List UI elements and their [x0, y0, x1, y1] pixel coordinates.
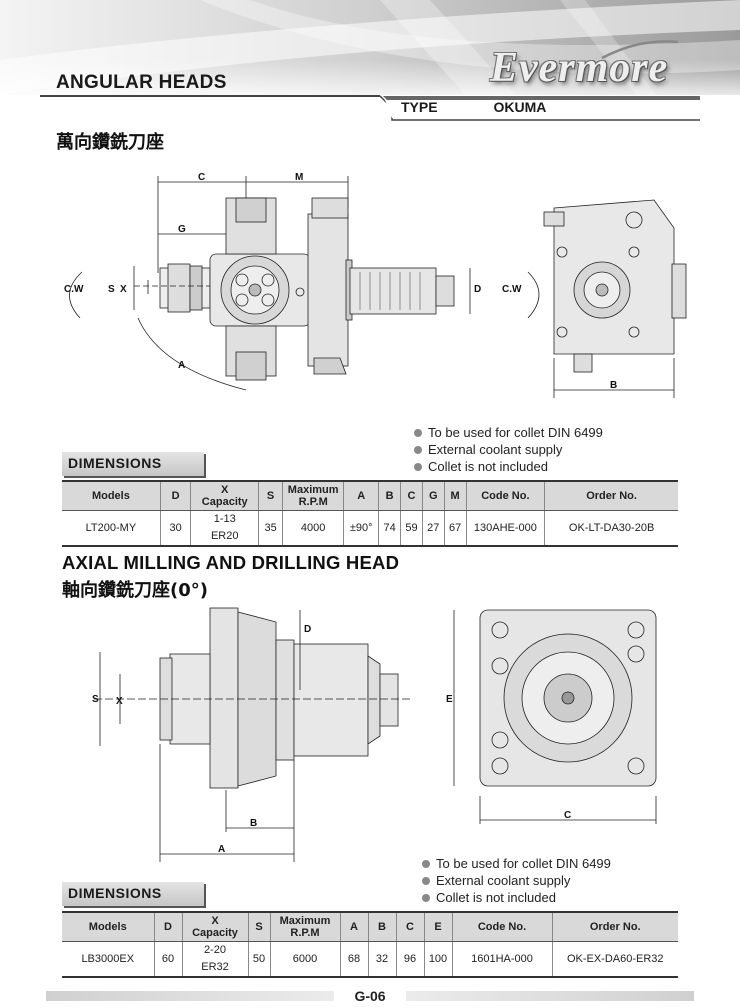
cell-model: LB3000EX	[81, 952, 135, 965]
dim-label-a: A	[218, 844, 225, 855]
section-title: ANGULAR HEADS	[56, 72, 227, 93]
dimensions-label: DIMENSIONS	[68, 455, 162, 471]
col-header: Code No.	[451, 912, 552, 942]
col-header: B	[367, 912, 396, 942]
cell-a: ±90°	[343, 510, 379, 546]
col-header: S	[247, 912, 270, 942]
col-header: D	[153, 912, 182, 942]
cw-label-right: C.W	[502, 284, 522, 295]
cell-c: 59	[400, 510, 423, 546]
axial-head-drawing: D S X B A E C	[92, 607, 657, 862]
dim-label-g: G	[178, 224, 186, 235]
col-header: S	[258, 481, 283, 511]
cw-label-left: C.W	[64, 284, 84, 295]
cell-s: 35	[258, 510, 283, 546]
col-header: Order No.	[544, 481, 678, 511]
dim-label-a: A	[178, 360, 185, 371]
type-value: OKUMA	[493, 99, 547, 115]
evermore-logo: Evermore	[490, 45, 669, 91]
type-label: TYPE	[401, 99, 438, 115]
section1-chinese-title: 萬向鑽銑刀座	[56, 132, 164, 153]
cell-code: 130AHE-000	[465, 510, 545, 546]
cell-g: 27	[421, 510, 445, 546]
page-number: G-06	[334, 986, 406, 1006]
note-item: To be used for collet DIN 6499	[422, 855, 611, 872]
col-header: C	[400, 481, 423, 511]
cell-order: OK-LT-DA30-20B	[544, 510, 678, 546]
col-header: Models	[62, 481, 161, 511]
cell-m: 67	[443, 510, 467, 546]
dim-label-e: E	[446, 694, 453, 705]
cell-a: 68	[339, 941, 368, 977]
dim-label-s: S	[108, 284, 115, 295]
cell-b: 32	[367, 941, 396, 977]
dimensions-tag: DIMENSIONS	[62, 452, 204, 476]
note-item: External coolant supply	[414, 441, 603, 458]
cell-order: OK-EX-DA60-ER32	[551, 941, 678, 977]
col-header: E	[423, 912, 452, 942]
logo-swoosh	[601, 40, 679, 60]
dim-label-s: S	[92, 694, 99, 705]
dim-label-d: D	[304, 624, 311, 635]
dimensions-label: DIMENSIONS	[68, 885, 162, 901]
col-header: A	[339, 912, 368, 942]
note-item: To be used for collet DIN 6499	[414, 424, 603, 441]
col-header: B	[378, 481, 401, 511]
cell-model: LT200-MY	[85, 521, 137, 534]
type-bar: TYPE OKUMA	[385, 99, 546, 115]
cell-e: 100	[423, 941, 452, 977]
col-header: Order No.	[551, 912, 678, 942]
section2-notes: To be used for collet DIN 6499 External …	[422, 855, 611, 906]
section2-title: AXIAL MILLING AND DRILLING HEAD	[62, 552, 400, 573]
cell-d: 30	[159, 510, 191, 546]
dim-label-b: B	[610, 380, 617, 391]
cell-rpm: 4000	[282, 510, 344, 546]
dim-label-c: C	[198, 172, 205, 183]
col-header: G	[421, 481, 445, 511]
note-item: Collet is not included	[414, 458, 603, 475]
cell-s: 50	[247, 941, 270, 977]
col-header: Code No.	[465, 481, 545, 511]
cell-d: 60	[153, 941, 182, 977]
cell-code: 1601HA-000	[451, 941, 552, 977]
note-item: Collet is not included	[422, 889, 611, 906]
col-header: M	[443, 481, 467, 511]
cell-rpm: 6000	[269, 941, 340, 977]
dimensions-tag: DIMENSIONS	[62, 882, 204, 906]
angular-head-drawing: C M G A S X D B C.W C.W	[64, 172, 687, 398]
col-header: A	[343, 481, 379, 511]
dim-label-b: B	[250, 818, 257, 829]
section2-chinese-title: 軸向鑽銑刀座(0°)	[62, 580, 208, 601]
cell-b: 74	[378, 510, 401, 546]
section1-notes: To be used for collet DIN 6499 External …	[414, 424, 603, 475]
dim-label-d: D	[474, 284, 481, 295]
col-header: C	[395, 912, 424, 942]
dim-label-c: C	[564, 810, 571, 821]
col-header: Models	[62, 912, 154, 942]
note-item: External coolant supply	[422, 872, 611, 889]
dim-label-m: M	[295, 172, 303, 183]
col-header: D	[159, 481, 191, 511]
dim-label-x: X	[116, 696, 123, 707]
dim-label-x: X	[120, 284, 127, 295]
cell-c: 96	[395, 941, 424, 977]
